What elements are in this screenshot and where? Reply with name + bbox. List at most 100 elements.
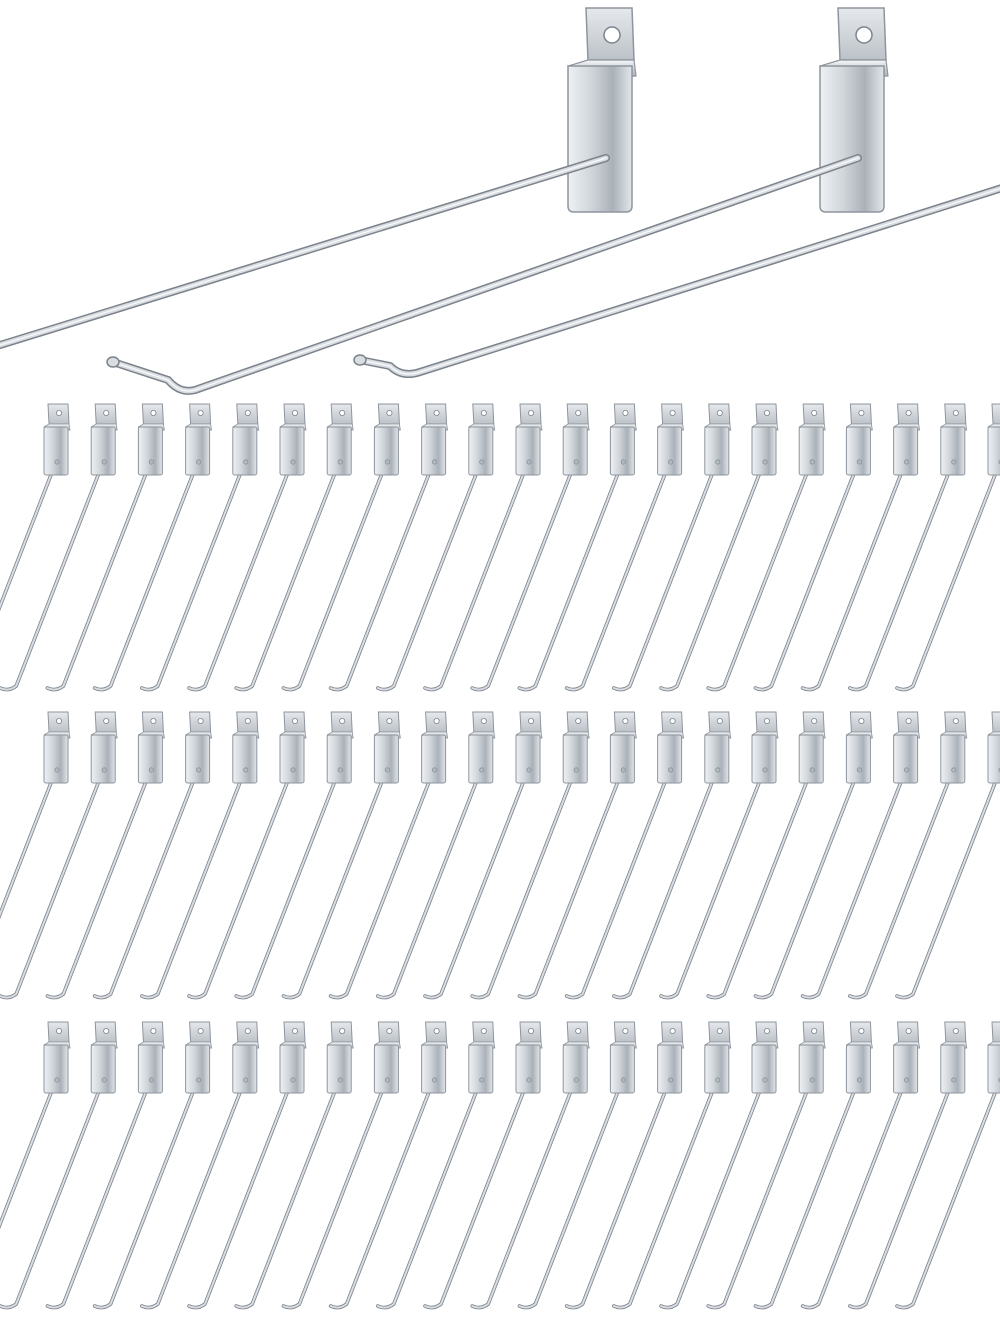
- back-plate: [704, 1044, 730, 1094]
- hook-rod: [707, 461, 813, 691]
- back-plate: [562, 1044, 588, 1094]
- hook-rod-shadow: [45, 460, 153, 692]
- small-hook: [564, 711, 685, 1000]
- rod-weld: [762, 459, 768, 465]
- hook-rod: [896, 769, 1000, 999]
- mount-tab: [991, 403, 1000, 425]
- hook-rod-shadow: [140, 1078, 247, 1310]
- small-hook: [564, 403, 685, 692]
- small-hook: [706, 1021, 826, 1310]
- mount-hole: [150, 409, 157, 416]
- back-plate: [326, 1044, 352, 1094]
- back-plate: [940, 734, 966, 784]
- mount-hole: [905, 1028, 912, 1035]
- rod-weld: [148, 767, 154, 773]
- mount-hole: [433, 409, 440, 416]
- small-hook: [45, 403, 165, 692]
- small-hook: [659, 1021, 779, 1310]
- small-hook: [706, 403, 826, 692]
- small-hook: [0, 711, 118, 1000]
- hook-rod: [0, 461, 105, 691]
- hook-rod-shadow: [470, 768, 577, 1000]
- mount-hole: [575, 718, 582, 725]
- hook-rod: [518, 461, 624, 691]
- mount-hole: [197, 1028, 204, 1035]
- hook-rod-shadow: [517, 460, 625, 692]
- small-hook: [92, 403, 213, 692]
- hook-rod-highlight: [112, 157, 859, 392]
- hook-rod: [93, 461, 199, 691]
- small-hook: [0, 711, 71, 920]
- hook-rod-shadow: [234, 460, 341, 692]
- small-hook: [706, 711, 826, 1000]
- back-plate: [657, 734, 683, 784]
- rod-weld: [432, 1077, 438, 1083]
- mount-hole: [528, 1028, 535, 1035]
- hook-rod: [565, 461, 671, 691]
- hook-rod: [896, 461, 1000, 691]
- small-hook: [376, 403, 496, 692]
- hook-rod-shadow: [92, 768, 200, 1000]
- hook-rod: [329, 769, 435, 999]
- back-plate: [185, 734, 211, 784]
- back-plate: [657, 1044, 683, 1094]
- back-plate: [43, 734, 69, 784]
- hook-rod-shadow: [895, 1078, 1000, 1310]
- small-hook: [659, 711, 779, 1000]
- mount-hole: [56, 409, 63, 416]
- rod-weld: [715, 767, 721, 773]
- hook-rod: [282, 1079, 388, 1309]
- hook-rod-shadow: [356, 184, 1000, 378]
- hook-rod-shadow: [328, 1078, 436, 1310]
- hook-rod: [707, 769, 813, 999]
- small-hook: [0, 403, 118, 692]
- back-plate: [515, 426, 541, 476]
- rod-weld: [904, 459, 910, 465]
- hook-rod: [188, 1079, 293, 1309]
- small-hook: [281, 403, 401, 692]
- hook-rod: [754, 461, 860, 691]
- hook-rod-shadow: [753, 1078, 861, 1310]
- small-hook: [800, 1021, 921, 1310]
- back-plate: [562, 426, 588, 476]
- hook-rod: [93, 769, 199, 999]
- mount-hole: [150, 718, 157, 725]
- rod-weld: [668, 767, 674, 773]
- mount-hole: [433, 1028, 440, 1035]
- hook-rod-shadow: [612, 460, 719, 692]
- rod-weld: [479, 1077, 485, 1083]
- mount-hole: [622, 718, 629, 725]
- back-plate: [940, 1044, 966, 1094]
- rod-weld: [526, 1077, 532, 1083]
- hook-row: [0, 1021, 1000, 1310]
- hook-rod-shadow: [0, 460, 105, 692]
- rod-weld: [526, 767, 532, 773]
- small-hook: [517, 711, 637, 1000]
- small-hook: [517, 403, 637, 692]
- mount-hole: [858, 1028, 865, 1035]
- rod-weld: [54, 1077, 60, 1083]
- back-plate: [987, 426, 1000, 476]
- hook-rod-shadow: [376, 768, 483, 1000]
- hook-rod: [329, 1079, 435, 1309]
- hook-rod: [848, 769, 954, 999]
- mount-hole: [603, 26, 621, 44]
- back-plate: [90, 734, 116, 784]
- hook-rod-shadow: [753, 460, 861, 692]
- hook-rod: [612, 1079, 718, 1309]
- hook-rod: [188, 769, 293, 999]
- mount-hole: [952, 1028, 959, 1035]
- mount-hole: [386, 409, 393, 416]
- hook-rod-shadow: [423, 768, 530, 1000]
- mount-hole: [764, 1028, 771, 1035]
- small-hook: [423, 1021, 543, 1310]
- hook-rod: [140, 1079, 246, 1309]
- hook-rod-shadow: [376, 1078, 483, 1310]
- small-hook: [328, 403, 449, 692]
- mount-hole: [669, 409, 676, 416]
- hook-rod-shadow: [706, 768, 813, 1000]
- hook-rod: [424, 461, 529, 691]
- hook-rod-shadow: [612, 1078, 719, 1310]
- rod-weld: [196, 459, 202, 465]
- back-plate: [609, 734, 635, 784]
